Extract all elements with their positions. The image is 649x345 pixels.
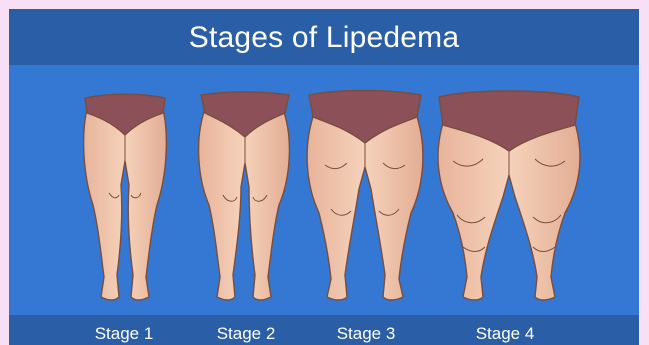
- legs-illustration: [9, 65, 639, 315]
- page-title: Stages of Lipedema: [189, 21, 459, 55]
- stage-2-figure: [199, 92, 290, 300]
- stage-2-label: Stage 2: [196, 324, 296, 344]
- title-bar: Stages of Lipedema: [9, 9, 639, 65]
- stage-1-figure: [84, 94, 167, 300]
- stage-label-bar: Stage 1 Stage 2 Stage 3 Stage 4: [9, 315, 639, 345]
- stage-4-label: Stage 4: [455, 324, 555, 344]
- stage-1-label: Stage 1: [74, 324, 174, 344]
- infographic-frame: Stages of Lipedema: [9, 9, 639, 345]
- stage-3-figure: [307, 91, 423, 301]
- stage-4-figure: [438, 91, 580, 300]
- stage-3-label: Stage 3: [316, 324, 416, 344]
